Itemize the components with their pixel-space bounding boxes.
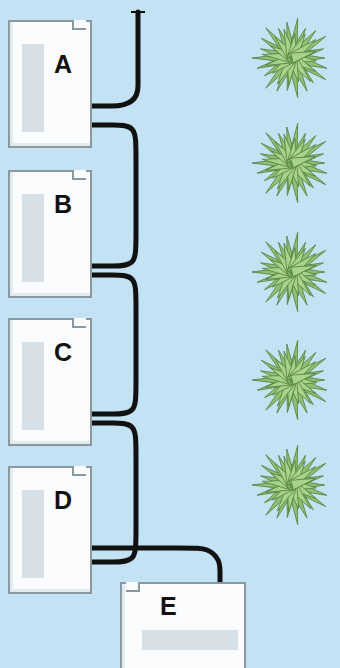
pipe [92,548,220,582]
container-box: B [8,170,92,298]
lid-notch [126,582,140,592]
container-box: E [120,582,246,668]
container-label: C [54,340,72,365]
level-bar [22,342,44,430]
level-bar [142,630,238,650]
plant-group [252,18,327,524]
plant-icon [252,232,327,311]
level-bar [22,194,44,282]
lid-notch [72,20,86,30]
lid-notch [72,170,86,180]
container-box: A [8,20,92,148]
lid-notch [72,318,86,328]
plant-icon [252,18,327,97]
pipe [92,423,136,562]
inlet-pipe [90,12,138,106]
plant-icon [252,340,327,419]
container-box: D [8,466,92,594]
pipe [92,275,136,414]
plant-icon [252,445,327,524]
container-box: C [8,318,92,446]
plant-icon [252,123,327,202]
container-label: A [54,52,72,77]
lid-notch [72,466,86,476]
inlet-cap [131,11,145,13]
container-label: B [54,192,72,217]
container-label: E [160,594,177,619]
level-bar [22,490,44,578]
container-label: D [54,488,72,513]
level-bar [22,44,44,132]
pipe [92,125,136,266]
